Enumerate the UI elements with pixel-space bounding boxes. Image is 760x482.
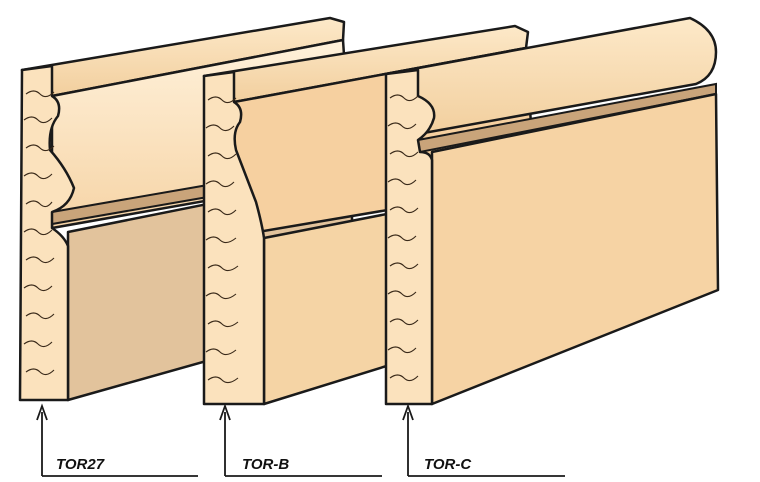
board-tor-c-end-grain xyxy=(384,68,436,406)
board-tor-b-grain-lines xyxy=(205,96,239,384)
board-tor-c-top-edge xyxy=(384,16,718,136)
callout-tor-c-arrow xyxy=(402,403,414,476)
callout-tor-b-arrow xyxy=(219,403,231,476)
board-tor-c-grain-lines xyxy=(387,94,419,382)
label-tor-b: TOR-B xyxy=(242,456,289,473)
board-tor27-end-grain xyxy=(18,64,76,402)
callout-tor-b: TOR-B xyxy=(219,403,382,477)
board-tor27-grain-lines xyxy=(23,90,55,376)
board-tor-c xyxy=(384,16,720,406)
label-tor27: TOR27 xyxy=(56,456,105,473)
board-tor-b-end-grain xyxy=(202,70,266,406)
callout-tor-c: TOR-C xyxy=(402,403,565,477)
callout-tor27-arrow xyxy=(36,403,48,476)
label-tor-c: TOR-C xyxy=(424,456,472,473)
callout-tor27: TOR27 xyxy=(36,403,198,477)
